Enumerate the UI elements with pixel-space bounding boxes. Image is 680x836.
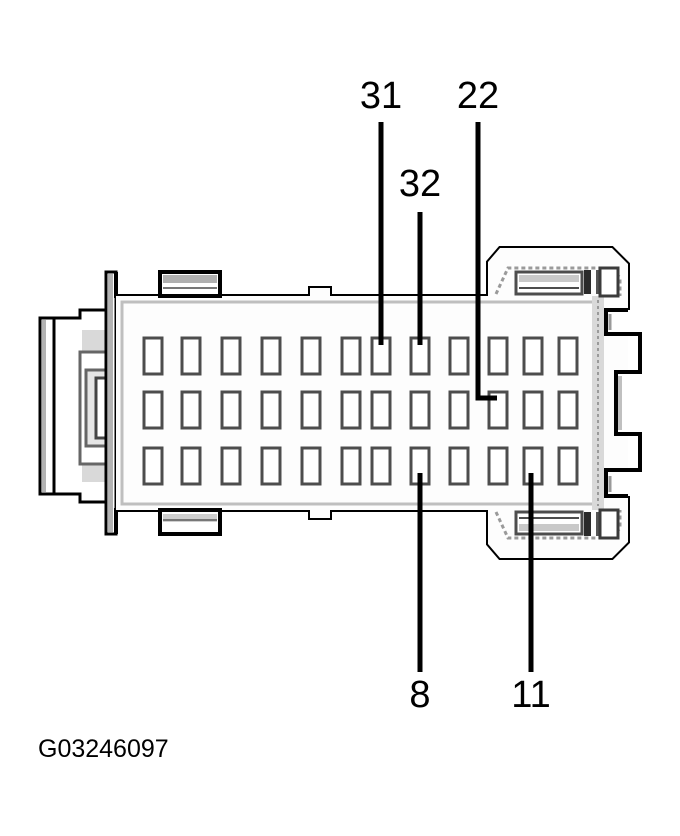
- callout-labels: 31 22 32 8 11: [360, 75, 551, 716]
- callout-label-31: 31: [360, 75, 402, 117]
- connector-rear-shell: [38, 270, 118, 536]
- latch-detail-top: [494, 266, 622, 298]
- figure-id-label: G03246097: [38, 735, 169, 763]
- callout-label-22: 22: [457, 75, 499, 117]
- leader-line-22: [475, 122, 497, 401]
- pin-row-bottom: [142, 446, 579, 486]
- pin-row-middle: [142, 390, 579, 430]
- latch-detail-bottom: [494, 508, 622, 540]
- pin-row-top: [142, 336, 579, 376]
- pin-cavity-grid: [142, 336, 579, 486]
- housing-top-tab: [158, 270, 222, 298]
- housing-bottom-tab: [158, 508, 222, 536]
- callout-label-8: 8: [409, 674, 430, 716]
- callout-leader-lines: [378, 122, 534, 672]
- callout-label-32: 32: [399, 163, 441, 205]
- right-side-keying-steps: [604, 308, 642, 498]
- callout-label-11: 11: [511, 674, 550, 716]
